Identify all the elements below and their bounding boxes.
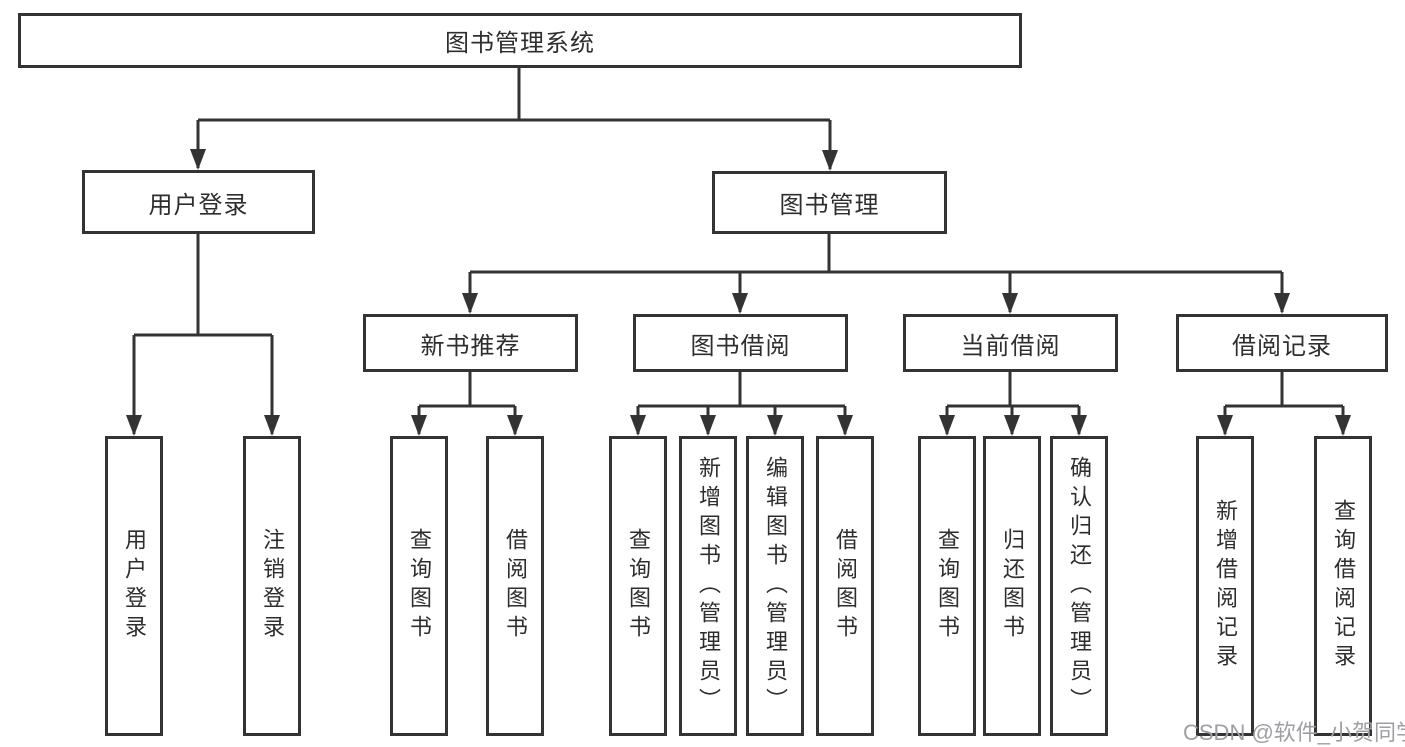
leaf-add-borrow-record: 新增借阅记录 [1196,436,1254,736]
leaf-borrow-books-recommend: 借阅图书 [486,436,544,736]
arrowhead [700,415,716,436]
leaf-label: 新增借阅记录 [1213,499,1238,673]
leaf-borrow-books-borrowing: 借阅图书 [816,436,874,736]
node-borrow-records: 借阅记录 [1176,314,1388,372]
leaf-label: 借阅图书 [833,528,858,644]
leaf-label: 用户登录 [122,528,147,644]
leaf-label: 归还图书 [1000,528,1025,644]
leaf-logout: 注销登录 [243,436,301,736]
leaf-query-borrow-record: 查询借阅记录 [1314,436,1372,736]
arrowhead [1004,415,1020,436]
leaf-label: 编辑图书（管理员） [763,455,788,717]
csdn-watermark: CSDN @软件_小贺同学 [1183,720,1405,745]
leaf-return-books: 归还图书 [983,436,1041,736]
arrowhead [732,293,748,314]
arrowhead [1071,415,1087,436]
leaf-label: 查询图书 [935,528,960,644]
arrowhead [190,149,206,170]
arrowhead [411,415,427,436]
node-book-borrowing: 图书借阅 [633,314,848,372]
arrowhead [1335,415,1351,436]
leaf-label: 新增图书（管理员） [696,455,721,717]
leaf-label: 确认归还（管理员） [1067,455,1092,717]
node-user-login: 用户登录 [82,170,315,234]
leaf-label: 查询图书 [626,528,651,644]
arrowhead [507,415,523,436]
arrowhead [126,415,142,436]
node-new-book-recommend: 新书推荐 [363,314,578,372]
arrowhead [837,415,853,436]
arrowhead [264,415,280,436]
node-current-borrowing: 当前借阅 [903,314,1118,372]
leaf-label: 查询图书 [407,528,432,644]
connector-path [132,68,1345,434]
leaf-add-books-admin: 新增图书（管理员） [679,436,737,736]
arrowhead [1002,293,1018,314]
leaf-query-books-recommend: 查询图书 [390,436,448,736]
leaf-label: 查询借阅记录 [1331,499,1356,673]
leaf-label: 借阅图书 [503,528,528,644]
arrowhead [1274,293,1290,314]
node-library-system: 图书管理系统 [18,13,1022,68]
leaf-edit-books-admin: 编辑图书（管理员） [746,436,804,736]
arrowhead [630,415,646,436]
arrowhead [822,150,838,171]
arrowhead [939,415,955,436]
leaf-query-books-current: 查询图书 [918,436,976,736]
arrowhead [1217,415,1233,436]
arrowhead [767,415,783,436]
arrowhead [462,293,478,314]
leaf-user-login: 用户登录 [105,436,163,736]
leaf-label: 注销登录 [260,528,285,644]
leaf-query-books-borrowing: 查询图书 [609,436,667,736]
leaf-confirm-return-admin: 确认归还（管理员） [1050,436,1108,736]
node-book-management: 图书管理 [712,171,947,234]
